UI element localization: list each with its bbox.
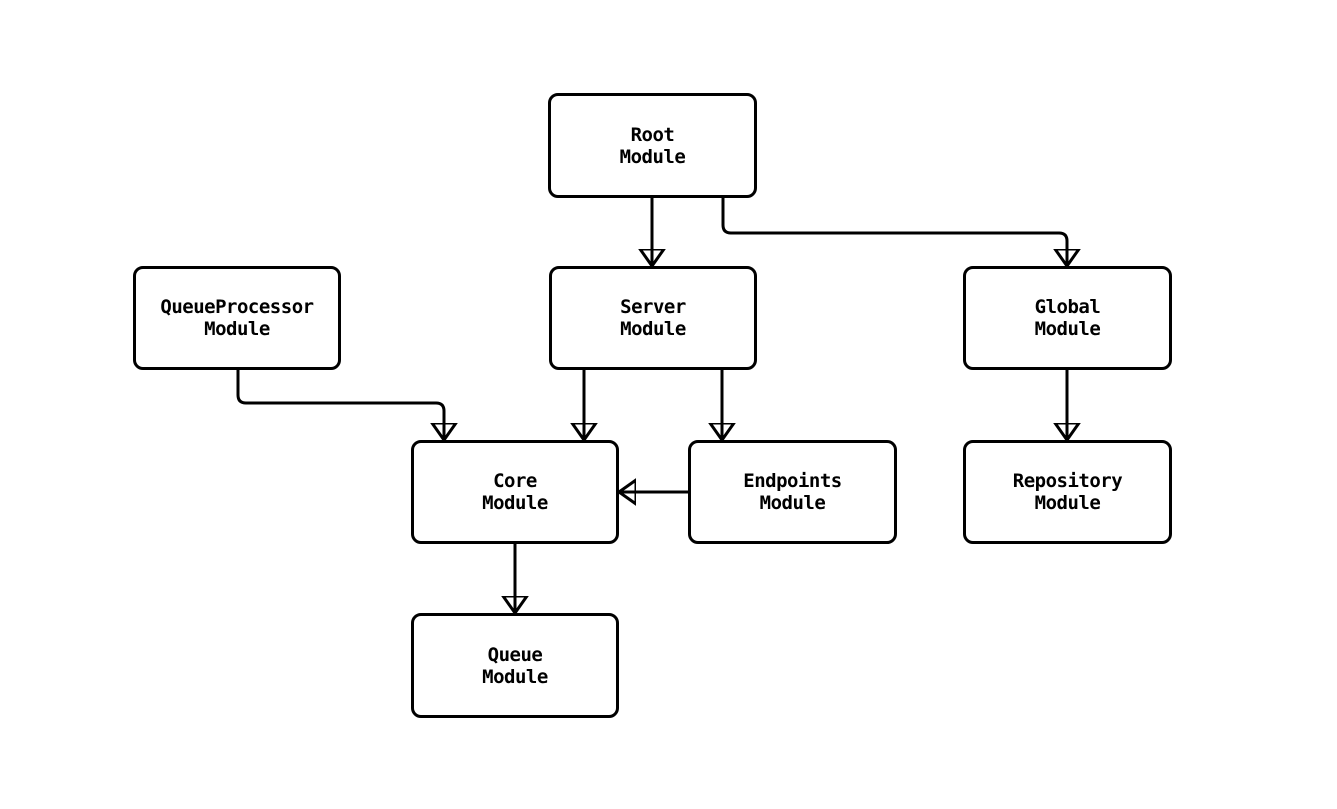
node-label-line: Module <box>482 492 548 514</box>
node-label-line: Module <box>1034 318 1101 340</box>
node-label-line: Queue <box>487 643 543 666</box>
node-server-module: Server Module <box>549 266 757 370</box>
node-global-module: Global Module <box>963 266 1172 370</box>
node-label-line: Module <box>620 318 686 340</box>
node-queue-module: Queue Module <box>411 613 619 718</box>
node-root-module: Root Module <box>548 93 757 198</box>
node-label-line: Global <box>1034 296 1101 318</box>
node-queueprocessor-module: QueueProcessor Module <box>133 266 341 370</box>
node-endpoints-module: Endpoints Module <box>688 440 897 544</box>
node-repository-module: Repository Module <box>963 440 1172 544</box>
node-label-line: Root <box>630 123 675 146</box>
edge-queueprocessor-to-core <box>236 370 444 440</box>
node-label-line: Server <box>620 296 686 318</box>
node-label-line: Module <box>482 665 548 688</box>
node-label-line: Module <box>619 145 686 168</box>
node-label-line: Module <box>1034 492 1101 514</box>
node-label-line: Core <box>493 470 537 492</box>
node-label-line: Repository <box>1012 470 1123 492</box>
node-label-line: Module <box>759 492 826 514</box>
node-label-line: Endpoints <box>743 470 842 492</box>
edge-root-to-global <box>721 198 1067 266</box>
node-label-line: QueueProcessor <box>160 296 314 318</box>
node-label-line: Module <box>204 318 270 340</box>
node-core-module: Core Module <box>411 440 619 544</box>
